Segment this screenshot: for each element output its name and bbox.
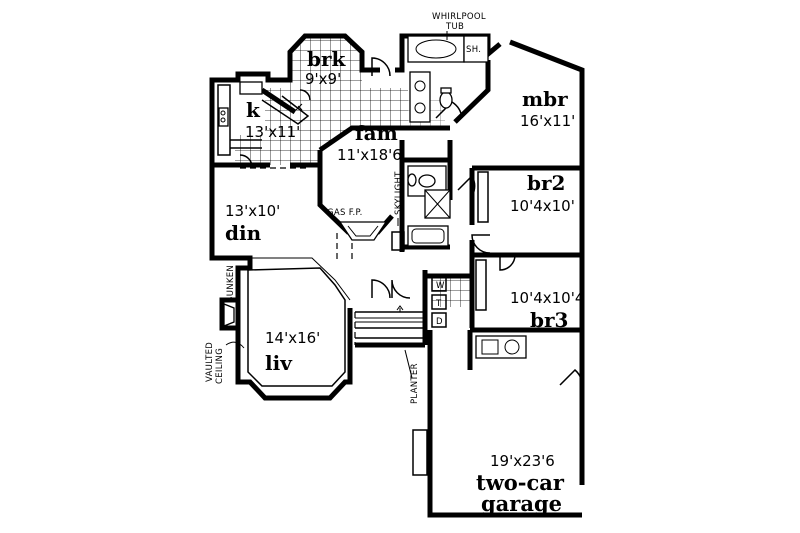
washer-box xyxy=(431,276,447,292)
bath-fixtures xyxy=(407,35,489,247)
note-vaulted-line1: VAULTED xyxy=(205,342,215,382)
note-whirlpool-line2: TUB xyxy=(445,22,464,32)
note-vaulted-line2: CEILING xyxy=(215,348,225,384)
room-labels: brk 9'x9' k 13'x11' fam 11'x18'6 mbr 16'… xyxy=(225,47,584,516)
walls xyxy=(209,33,585,518)
room-brk-dim: 9'x9' xyxy=(305,70,341,88)
note-sunken: SUNKEN xyxy=(226,265,236,302)
room-din-name: din xyxy=(225,221,262,245)
room-din-dim: 13'x10' xyxy=(225,202,280,220)
doors xyxy=(239,57,584,393)
room-br2-name: br2 xyxy=(527,171,565,195)
annotations: WHIRLPOOL TUB SH. SKYLIGHT GAS F.P. SUNK… xyxy=(205,12,486,404)
liv-fireplace xyxy=(223,303,235,327)
note-dryer: D xyxy=(436,317,443,327)
room-k-name: k xyxy=(246,98,261,122)
room-garage-dim: 19'x23'6 xyxy=(490,452,555,470)
room-fam-dim: 11'x18'6 xyxy=(337,146,402,164)
hall-tub xyxy=(407,225,449,247)
room-liv-dim: 14'x16' xyxy=(265,329,320,347)
room-liv-name: liv xyxy=(265,351,293,375)
fireplaces xyxy=(223,221,388,327)
note-toilet: T xyxy=(435,299,442,309)
room-mbr-dim: 16'x11' xyxy=(520,112,575,130)
shower-stall xyxy=(463,35,489,63)
note-shower: SH. xyxy=(466,45,481,55)
room-br3-name: br3 xyxy=(530,308,568,332)
note-gas-fp: GAS F.P. xyxy=(327,208,363,218)
interior-lines xyxy=(217,81,527,476)
room-garage-name-line1: two-car xyxy=(476,470,565,495)
room-br3-dim: 10'4x10'4 xyxy=(510,289,584,307)
leader-arrows xyxy=(225,31,448,379)
note-washer: W xyxy=(436,281,445,291)
room-garage-name-line2: garage xyxy=(481,491,562,516)
note-skylight: SKYLIGHT xyxy=(394,171,404,215)
room-fam-name: fam xyxy=(355,121,398,145)
dryer-box xyxy=(431,312,447,328)
toilet-box xyxy=(431,294,447,310)
room-k-dim: 13'x11' xyxy=(245,123,300,141)
room-brk-name: brk xyxy=(307,47,347,71)
note-planter: PLANTER xyxy=(410,363,420,404)
room-br2-dim: 10'4x10' xyxy=(510,197,575,215)
fam-fireplace xyxy=(338,221,388,241)
room-mbr-name: mbr xyxy=(522,87,568,111)
note-whirlpool-line1: WHIRLPOOL xyxy=(432,12,486,22)
